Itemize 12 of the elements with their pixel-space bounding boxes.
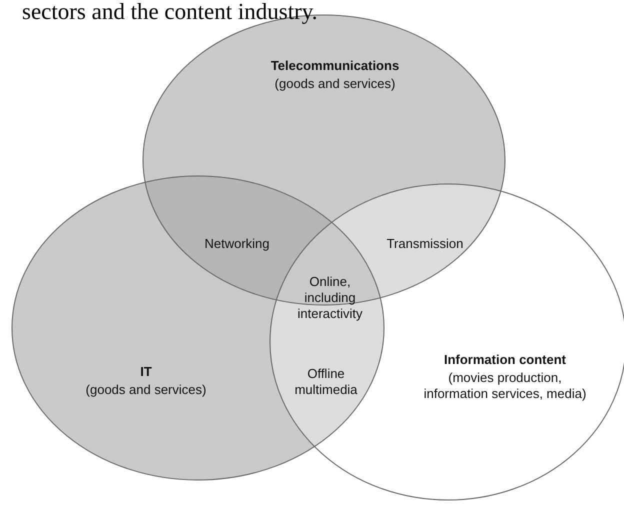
circle-subtitle: (movies production, information services, media)	[422, 370, 588, 402]
circle-subtitle: (goods and services)	[84, 382, 208, 398]
circle-title: Information content	[442, 352, 568, 368]
venn-circle	[11, 175, 385, 481]
overlap-label: Online, including interactivity	[296, 274, 364, 322]
caption: sectors and the content industry.	[22, 0, 318, 24]
circle-subtitle: (goods and services)	[274, 76, 396, 92]
overlap-label: Transmission	[386, 236, 464, 252]
circle-title: Telecommunications	[270, 58, 400, 74]
overlap-label: Offline multimedia	[294, 366, 358, 398]
overlap-label: Networking	[203, 236, 271, 252]
circle-title: IT	[139, 364, 153, 380]
